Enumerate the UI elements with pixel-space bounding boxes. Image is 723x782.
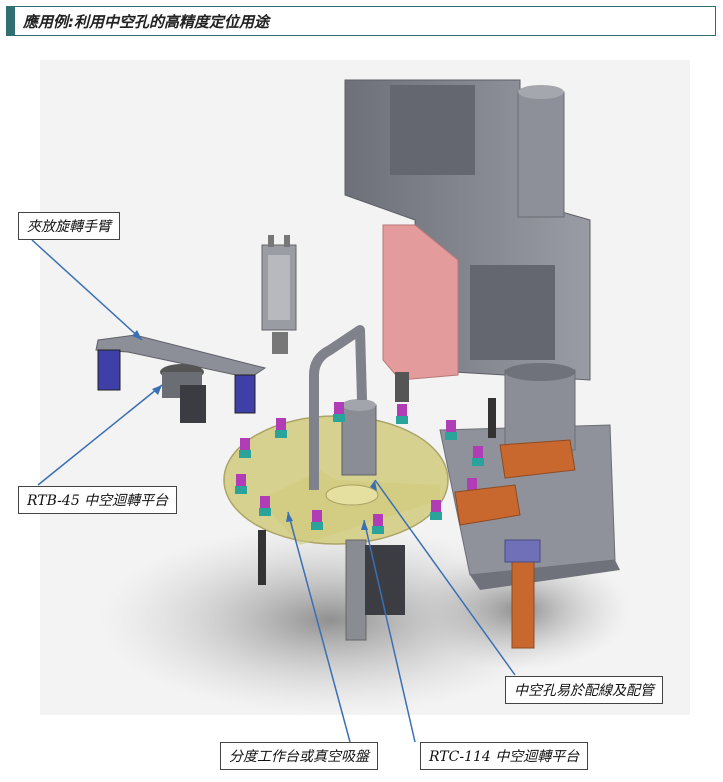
label-hollow-wiring: 中空孔易於配線及配管 (505, 676, 663, 704)
leader-index-table (287, 511, 351, 743)
label-rtb45: RTB-45 中空迴轉平台 (18, 486, 178, 514)
spindle-tip (395, 372, 409, 402)
orange-rail (511, 559, 535, 649)
column-cylinder (517, 91, 565, 218)
small-sensor-2 (258, 530, 266, 585)
gripper-nozzle (272, 332, 288, 354)
rail-carriage (504, 539, 541, 563)
head-panel (390, 85, 475, 175)
orange-block-1 (499, 439, 576, 479)
label-rtc114: RTC-114 中空迴轉平台 (420, 742, 589, 770)
label-index-table: 分度工作台或真空吸盤 (220, 742, 378, 770)
leader-lines (31, 239, 516, 743)
header-bar: 應用例:利用中空孔的高精度定位用途 (6, 6, 716, 36)
orange-block-2 (454, 484, 521, 526)
small-sensor-1 (488, 398, 496, 438)
rtb45-motor (180, 385, 206, 423)
leader-arrowheads (132, 330, 377, 530)
head-panel-lower (470, 265, 555, 360)
hollow-pipe (309, 325, 367, 490)
leader-clamp-arm (31, 239, 143, 341)
leader-rtb45 (37, 384, 163, 486)
leader-hollow (374, 479, 516, 676)
column-lower (504, 369, 576, 451)
arm-gripper-right (234, 374, 256, 414)
pink-spindle (382, 224, 459, 381)
leader-rtc114 (363, 519, 416, 743)
machine-base-front (470, 560, 620, 590)
column-top (518, 85, 564, 99)
column-lower-ring (505, 363, 575, 381)
header-accent (7, 7, 15, 35)
motor-box (365, 545, 405, 615)
hollow-column (341, 404, 377, 476)
label-clamp-arm: 夾放旋轉手臂 (18, 212, 120, 240)
fixture-posts (235, 402, 484, 534)
arm-gripper-left (97, 349, 121, 391)
hub-center (325, 484, 379, 506)
table-shaft (345, 539, 367, 641)
page-title: 應用例:利用中空孔的高精度定位用途 (23, 13, 270, 31)
